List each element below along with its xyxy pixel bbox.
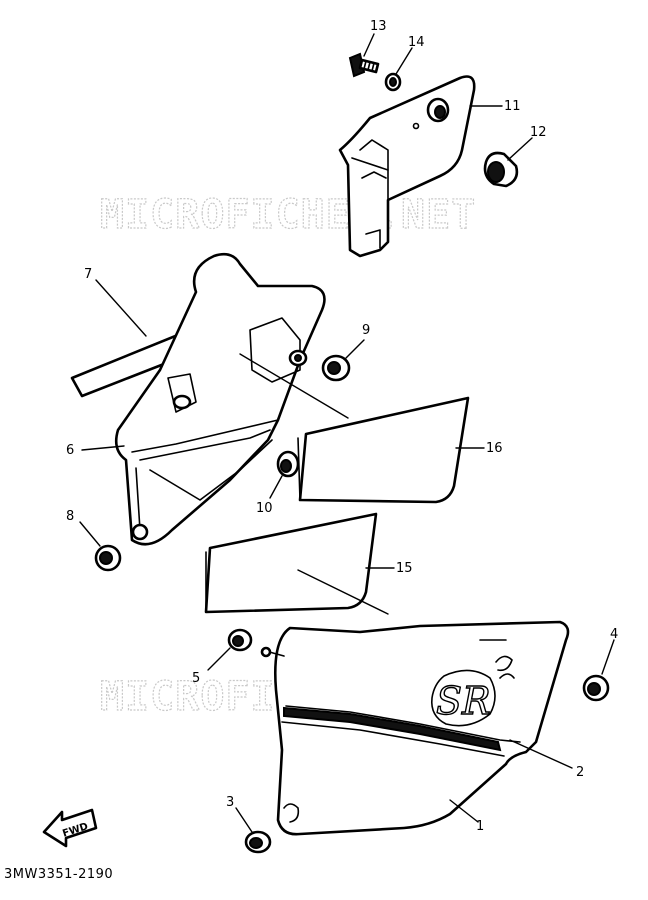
callout-4: 4 — [610, 627, 618, 642]
part-12-grommet — [483, 151, 519, 188]
emblem-text: SR — [436, 679, 491, 723]
callout-1: 1 — [476, 819, 484, 834]
leader-lines — [79, 33, 615, 833]
callout-6: 6 — [66, 443, 74, 458]
callout-3: 3 — [226, 795, 234, 810]
part-4-grommet — [582, 674, 610, 702]
part-13-bolt — [348, 52, 380, 78]
part-6-inner-panel — [114, 252, 326, 546]
callout-numbers: 1 2 3 4 5 6 7 8 9 10 11 12 13 14 15 16 — [66, 19, 618, 834]
part-2-emblem: SR — [430, 655, 515, 727]
callout-12: 12 — [530, 125, 547, 140]
callout-9: 9 — [362, 323, 370, 338]
diagram-code: 3MW3351-2190 — [4, 867, 113, 882]
part-9-grommet — [321, 354, 351, 382]
part-14-washer — [384, 72, 402, 92]
callout-8: 8 — [66, 509, 74, 524]
part-15-foam-pad — [204, 512, 378, 614]
part-8-grommet — [94, 544, 122, 572]
callout-16: 16 — [486, 441, 503, 456]
callout-14: 14 — [408, 35, 425, 50]
part-11-bracket — [338, 75, 476, 258]
part-1-side-cover — [260, 620, 570, 836]
callout-11: 11 — [504, 99, 521, 114]
watermark-top: MICROFICHES.NET — [100, 192, 476, 238]
callout-5: 5 — [192, 671, 200, 686]
callout-7: 7 — [84, 267, 92, 282]
part-10-grommet — [276, 450, 300, 478]
callout-10: 10 — [256, 501, 273, 516]
callout-13: 13 — [370, 19, 387, 34]
part-3-grommet — [244, 830, 272, 854]
callout-15: 15 — [396, 561, 413, 576]
part-5-grommet — [227, 628, 253, 652]
part-16-foam-pad — [297, 396, 470, 504]
callout-2: 2 — [576, 765, 584, 780]
fwd-arrow-icon: FWD — [42, 808, 98, 848]
